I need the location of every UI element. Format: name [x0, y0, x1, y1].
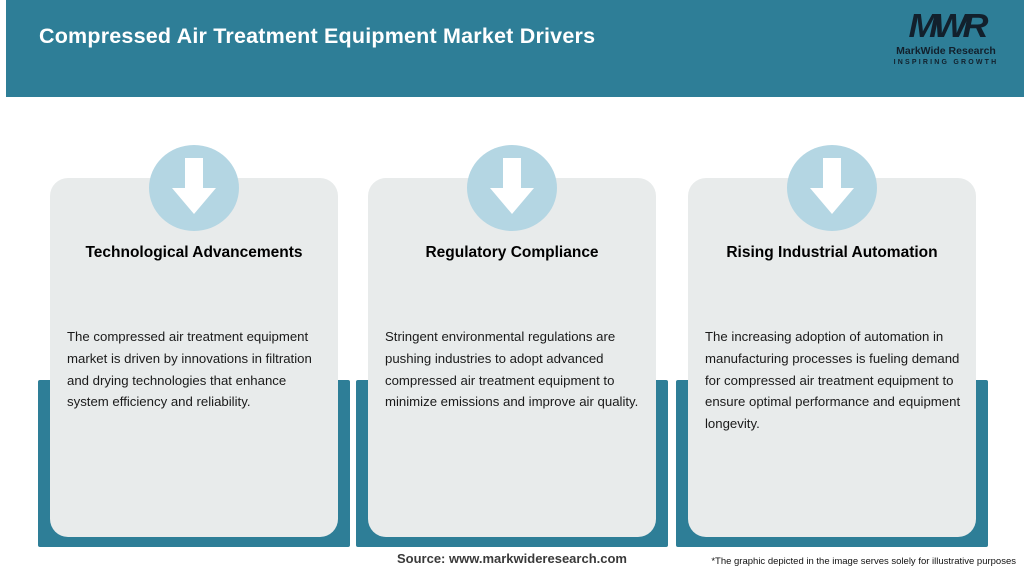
- card-description: The increasing adoption of automation in…: [705, 329, 961, 432]
- driver-card-2: Regulatory Compliance Stringent environm…: [356, 145, 668, 547]
- header: Compressed Air Treatment Equipment Marke…: [6, 0, 1024, 97]
- disclaimer-text: *The graphic depicted in the image serve…: [711, 556, 1016, 567]
- down-arrow-icon: [149, 145, 239, 231]
- card-title: Technological Advancements: [85, 244, 303, 261]
- brand-logo: MWR MarkWide Research INSPIRING GROWTH: [886, 8, 1006, 66]
- card-title: Rising Industrial Automation: [726, 244, 938, 261]
- driver-card-1: Technological Advancements The compresse…: [38, 145, 350, 547]
- driver-card-3: Rising Industrial Automation The increas…: [676, 145, 988, 547]
- logo-name: MarkWide Research: [896, 45, 996, 57]
- down-arrow-icon: [467, 145, 557, 231]
- logo-monogram: MWR: [908, 6, 989, 45]
- card-description: Stringent environmental regulations are …: [385, 329, 639, 410]
- source-text: Source: www.markwideresearch.com: [396, 551, 627, 566]
- card-panel: Technological Advancements The compresse…: [50, 178, 338, 537]
- card-panel: Regulatory Compliance Stringent environm…: [368, 178, 656, 537]
- card-description: The compressed air treatment equipment m…: [67, 329, 312, 410]
- logo-tagline: INSPIRING GROWTH: [893, 58, 999, 66]
- down-arrow-icon: [787, 145, 877, 231]
- card-panel: Rising Industrial Automation The increas…: [688, 178, 976, 537]
- card-title: Regulatory Compliance: [425, 244, 599, 261]
- page-title: Compressed Air Treatment Equipment Marke…: [39, 24, 596, 48]
